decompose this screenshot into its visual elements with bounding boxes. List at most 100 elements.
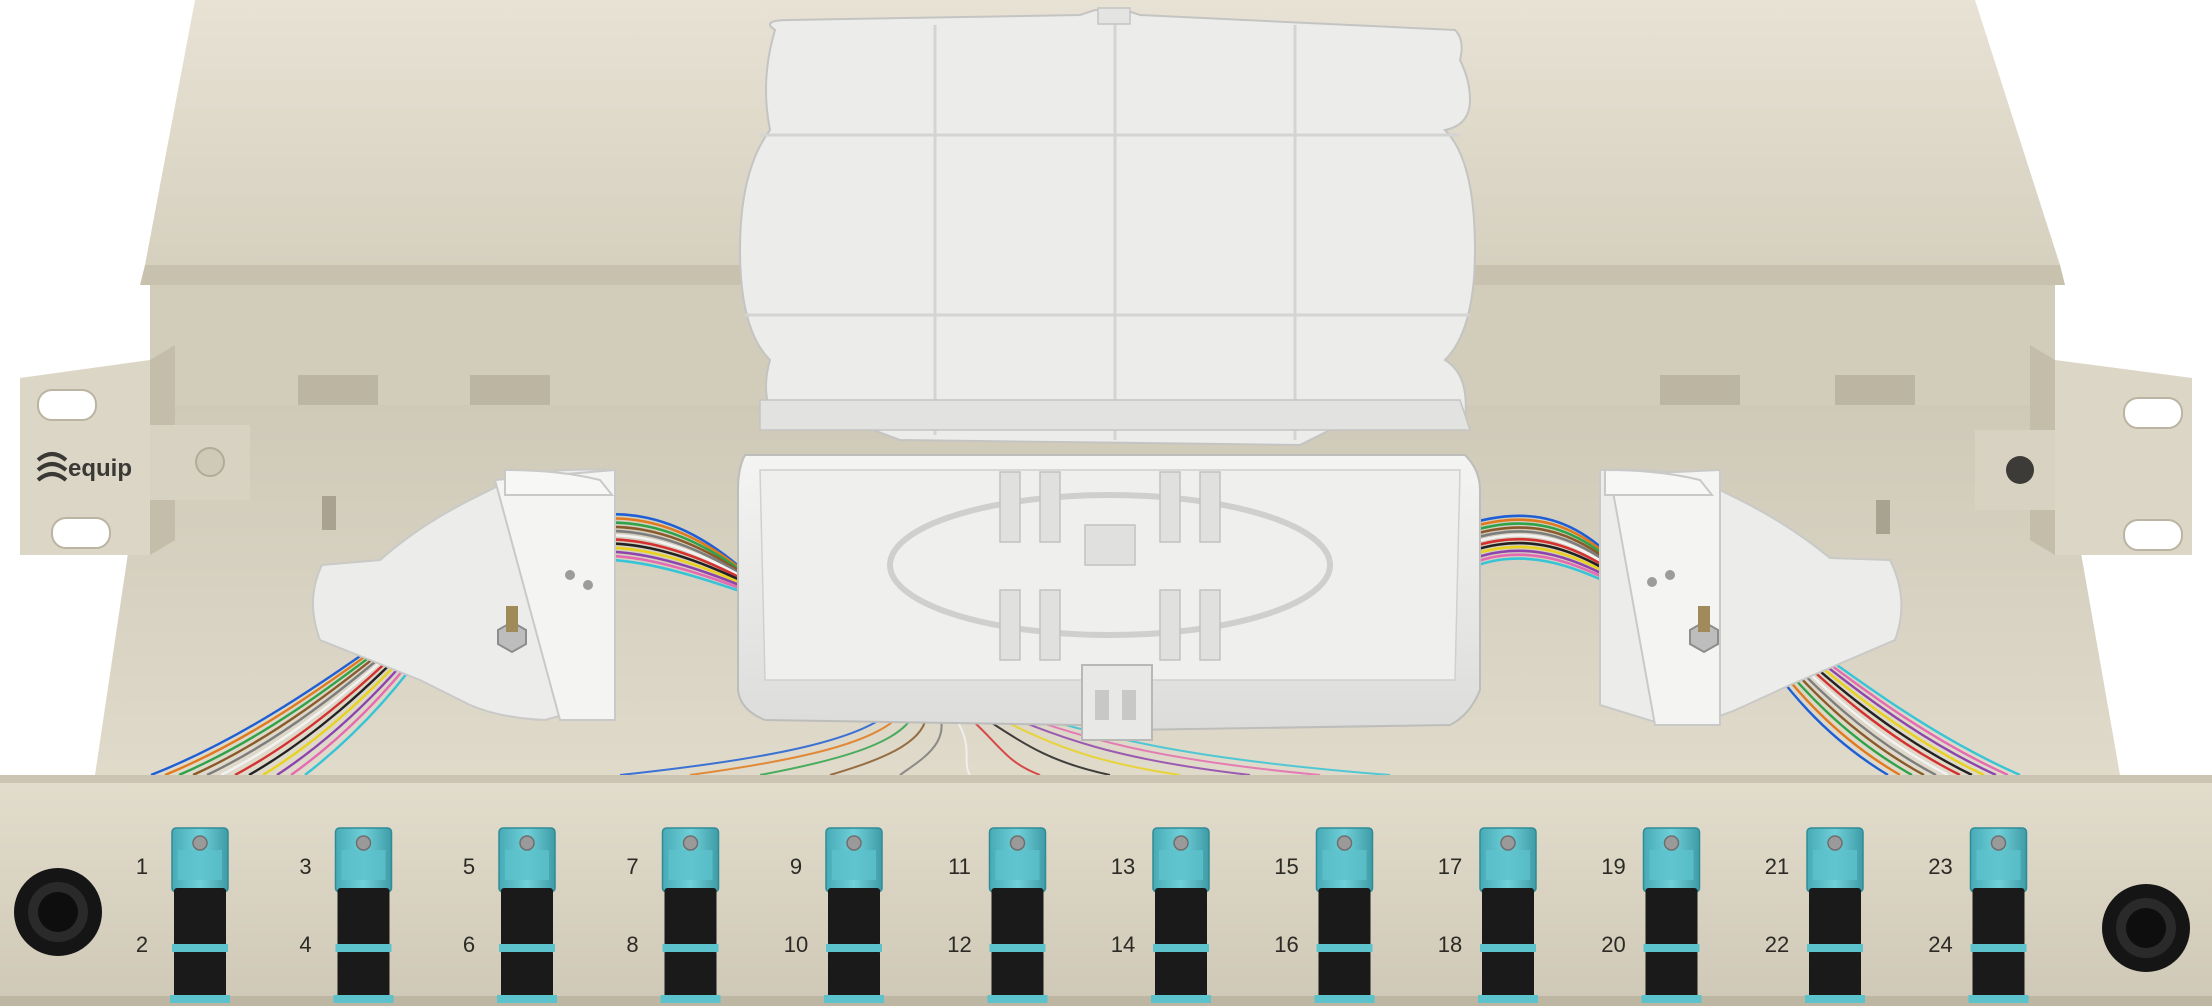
dust-cap-lower xyxy=(1155,950,1207,1002)
left-rack-ear xyxy=(20,345,250,555)
brand-logo: equip xyxy=(36,452,132,482)
adapter-body-lower-edge xyxy=(1805,995,1865,1003)
adapter-body-lower-edge xyxy=(987,995,1048,1003)
sc-adapter-9[interactable] xyxy=(1478,827,1538,1003)
adapter-body-lower-edge xyxy=(1314,995,1375,1003)
left-guide-slot xyxy=(322,496,336,530)
port-label-top: 17 xyxy=(1438,854,1462,879)
port-label-top: 5 xyxy=(463,854,475,879)
adapter-flange xyxy=(1322,850,1367,880)
adapter-screw xyxy=(1336,835,1353,851)
sc-adapter-4[interactable] xyxy=(660,827,721,1003)
dust-cap-divider xyxy=(1316,944,1373,952)
sc-adapter-11[interactable] xyxy=(1805,827,1865,1003)
port-label-top: 9 xyxy=(790,854,802,879)
sc-adapter-6[interactable] xyxy=(987,827,1048,1003)
dust-cap-lower xyxy=(174,950,226,1002)
adapter-flange xyxy=(832,850,876,880)
sc-adapter-10[interactable] xyxy=(1641,827,1702,1003)
adapter-flange xyxy=(995,850,1040,880)
right-guide-slot xyxy=(1876,500,1890,534)
dust-cap-lower xyxy=(1809,950,1861,1002)
dust-cap-lower xyxy=(828,950,880,1002)
adapter-body-lower-edge xyxy=(1151,995,1211,1003)
dust-cap-lower xyxy=(1318,950,1371,1002)
adapter-screw xyxy=(1663,835,1680,851)
right-spool-screw xyxy=(1689,606,1719,654)
port-label-top: 19 xyxy=(1601,854,1625,879)
port-label-bottom: 16 xyxy=(1274,932,1298,957)
port-label-bottom: 4 xyxy=(299,932,311,957)
dust-cap-lower xyxy=(1972,950,2025,1002)
port-label-bottom: 6 xyxy=(463,932,475,957)
dust-cap-upper xyxy=(174,888,226,946)
adapter-flange xyxy=(505,850,549,880)
right-thumb-screw xyxy=(2102,884,2190,972)
port-label-bottom: 24 xyxy=(1928,932,1952,957)
dust-cap-upper xyxy=(1645,888,1698,946)
dust-cap-divider xyxy=(172,944,228,952)
dust-cap-lower xyxy=(664,950,717,1002)
left-spool-screw xyxy=(497,606,527,654)
right-fiber-spool xyxy=(1599,468,1903,727)
adapter-flange xyxy=(1813,850,1857,880)
dust-cap-upper xyxy=(1155,888,1207,946)
port-label-bottom: 8 xyxy=(626,932,638,957)
adapter-flange xyxy=(1486,850,1530,880)
sc-adapter-8[interactable] xyxy=(1314,827,1375,1003)
port-label-top: 11 xyxy=(948,854,971,879)
port-label-bottom: 18 xyxy=(1438,932,1462,957)
dust-cap-divider xyxy=(1153,944,1209,952)
dust-cap-upper xyxy=(828,888,880,946)
sc-adapter-7[interactable] xyxy=(1151,827,1211,1003)
dust-cap-upper xyxy=(1318,888,1371,946)
adapter-screw xyxy=(355,835,372,851)
port-label-top: 15 xyxy=(1274,854,1298,879)
adapter-flange xyxy=(1159,850,1203,880)
port-label-bottom: 12 xyxy=(947,932,971,957)
dust-cap-divider xyxy=(1970,944,2027,952)
dust-cap-upper xyxy=(337,888,390,946)
adapter-body-lower-edge xyxy=(1478,995,1538,1003)
adapter-flange xyxy=(1649,850,1694,880)
splice-tray xyxy=(737,454,1481,741)
adapter-screw xyxy=(519,835,535,851)
splice-tray-latch xyxy=(1081,664,1153,741)
dust-cap-lower xyxy=(337,950,390,1002)
adapter-body-lower-edge xyxy=(824,995,884,1003)
dust-cap-divider xyxy=(1807,944,1863,952)
sc-adapter-12[interactable] xyxy=(1968,827,2029,1003)
left-fiber-spool xyxy=(311,468,617,722)
adapter-flange xyxy=(341,850,386,880)
dust-cap-divider xyxy=(826,944,882,952)
port-label-top: 1 xyxy=(136,854,148,879)
port-label-top: 23 xyxy=(1928,854,1952,879)
adapter-body-lower-edge xyxy=(1968,995,2029,1003)
front-panel xyxy=(0,775,2212,1006)
dust-cap-divider xyxy=(335,944,392,952)
adapter-body-lower-edge xyxy=(333,995,394,1003)
splice-tray-organiser xyxy=(887,471,1333,661)
sc-adapter-5[interactable] xyxy=(824,827,884,1003)
dust-cap-divider xyxy=(499,944,555,952)
sc-adapter-3[interactable] xyxy=(497,827,557,1003)
adapter-body-lower-edge xyxy=(497,995,557,1003)
port-label-bottom: 2 xyxy=(136,932,148,957)
dust-cap-lower xyxy=(1482,950,1534,1002)
sc-adapter-2[interactable] xyxy=(333,827,394,1003)
adapter-body-lower-edge xyxy=(660,995,721,1003)
adapter-screw xyxy=(682,835,699,851)
equip-logo-icon xyxy=(36,452,68,482)
dust-cap-lower xyxy=(991,950,1044,1002)
adapter-screw xyxy=(1500,835,1516,851)
adapter-flange xyxy=(178,850,222,880)
brand-name: equip xyxy=(68,455,132,482)
port-label-top: 13 xyxy=(1111,854,1135,879)
right-rack-ear xyxy=(1975,345,2192,555)
sc-adapter-row xyxy=(170,827,2029,1003)
adapter-flange xyxy=(1976,850,2021,880)
adapter-screw xyxy=(846,835,862,851)
sc-adapter-1[interactable] xyxy=(170,827,230,1003)
